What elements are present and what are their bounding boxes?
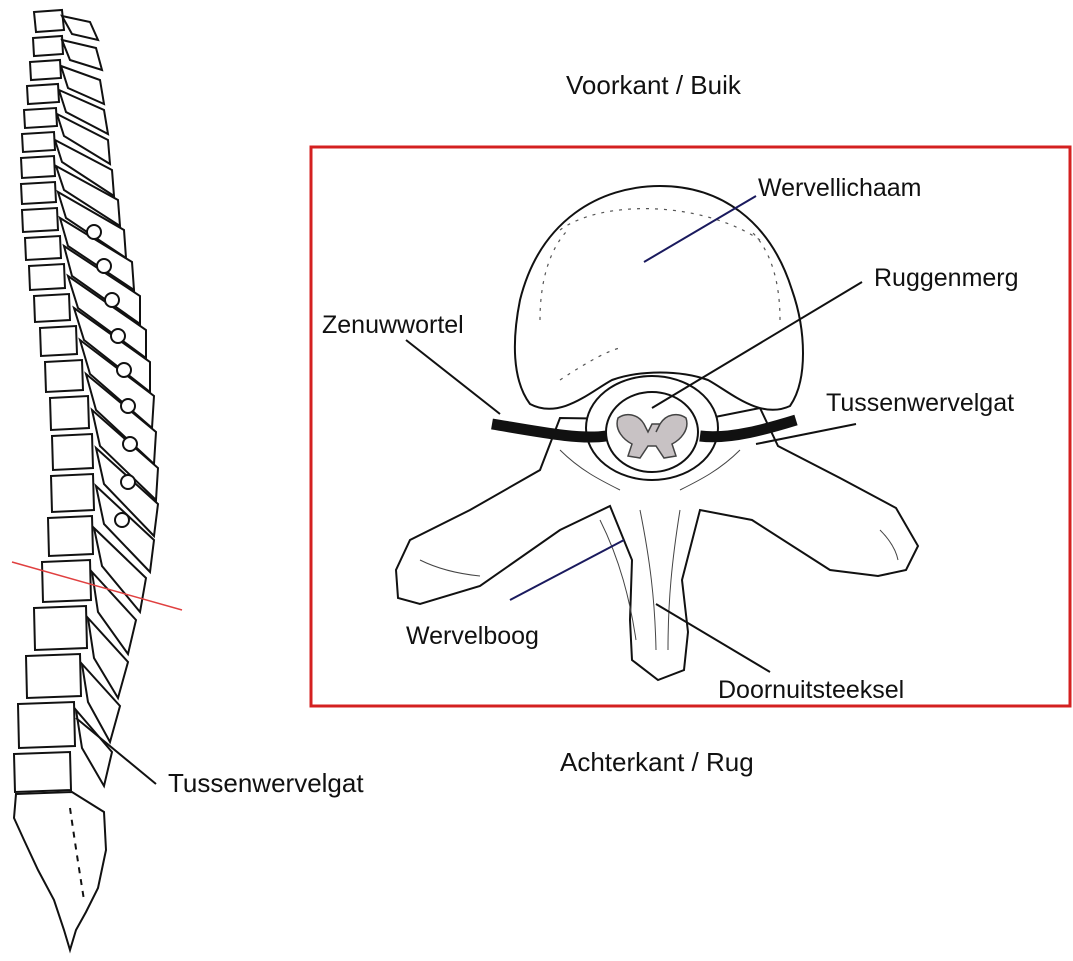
facet-joint bbox=[115, 513, 129, 527]
vertebra-body bbox=[21, 156, 55, 178]
vertebra-body bbox=[22, 208, 58, 232]
vertebra-body bbox=[52, 434, 93, 470]
leader-nerve-root bbox=[406, 340, 500, 414]
vertebra-body bbox=[26, 654, 81, 698]
vertebra-body bbox=[29, 264, 65, 290]
facet-joint bbox=[117, 363, 131, 377]
vertebra-body bbox=[34, 294, 70, 322]
vertebra-body bbox=[14, 752, 71, 792]
spinous-process bbox=[62, 16, 98, 40]
label-vertebral-body: Wervellichaam bbox=[758, 176, 921, 201]
label-spinal-cord: Ruggenmerg bbox=[874, 266, 1019, 291]
label-foramen-detail: Tussenwervelgat bbox=[826, 391, 1014, 416]
vertebra-body bbox=[34, 10, 64, 32]
vertebra-body bbox=[34, 606, 87, 650]
vertebra-body bbox=[25, 236, 61, 260]
label-foramen-spine: Tussenwervelgat bbox=[168, 770, 364, 796]
vertebra-body bbox=[27, 84, 59, 104]
vertebra-body bbox=[40, 326, 77, 356]
vertebra-body bbox=[22, 132, 55, 152]
vertebra-body bbox=[45, 360, 83, 392]
spinous-process bbox=[62, 40, 102, 70]
spine-lateral-view bbox=[14, 10, 158, 950]
vertebra-body bbox=[50, 396, 89, 430]
facet-joint bbox=[121, 475, 135, 489]
vertebra-body bbox=[21, 182, 56, 204]
facet-joint bbox=[123, 437, 137, 451]
orientation-bottom-label: Achterkant / Rug bbox=[560, 749, 754, 775]
vertebra-body bbox=[48, 516, 93, 556]
vertebra-body bbox=[18, 702, 75, 748]
vertebra-body bbox=[33, 36, 63, 56]
sacrum bbox=[14, 792, 106, 950]
vertebra-body bbox=[51, 474, 94, 512]
label-nerve-root: Zenuwwortel bbox=[322, 313, 464, 338]
facet-joint bbox=[97, 259, 111, 273]
vertebra-body bbox=[24, 108, 57, 128]
label-vertebral-arch: Wervelboog bbox=[406, 624, 539, 649]
vertebra-body bbox=[30, 60, 61, 80]
vertebra-body bbox=[42, 560, 91, 602]
orientation-top-label: Voorkant / Buik bbox=[566, 72, 741, 98]
facet-joint bbox=[111, 329, 125, 343]
facet-joint bbox=[121, 399, 135, 413]
facet-joint bbox=[105, 293, 119, 307]
facet-joint bbox=[87, 225, 101, 239]
label-spinous-process: Doornuitsteeksel bbox=[718, 678, 904, 703]
